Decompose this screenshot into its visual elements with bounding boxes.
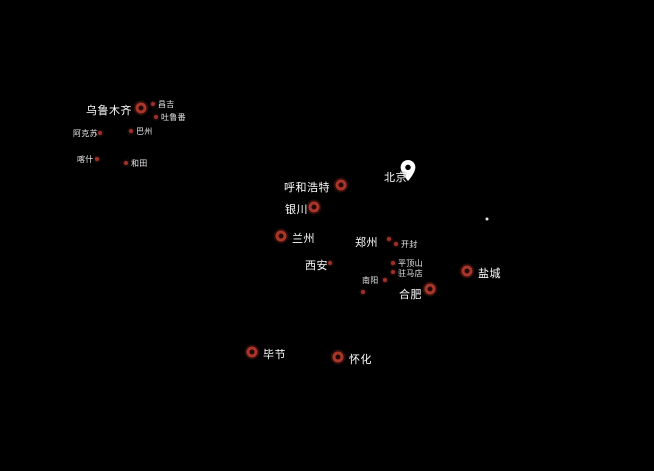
city-label: 合肥 xyxy=(399,289,422,301)
city-label: 开封 xyxy=(401,240,418,249)
city-marker[interactable] xyxy=(394,242,398,246)
city-label: 巴州 xyxy=(136,127,153,136)
city-label: 乌鲁木齐 xyxy=(86,105,132,117)
city-label: 兰州 xyxy=(292,233,315,245)
city-label: 和田 xyxy=(131,159,148,168)
city-marker[interactable] xyxy=(275,230,287,242)
city-label: 西安 xyxy=(305,260,328,272)
city-label: 银川 xyxy=(285,204,308,216)
city-label: 毕节 xyxy=(263,349,286,361)
city-marker[interactable] xyxy=(246,346,258,358)
city-marker[interactable] xyxy=(135,102,147,114)
city-label: 北京 xyxy=(384,172,407,184)
city-marker[interactable] xyxy=(424,283,436,295)
city-marker[interactable] xyxy=(328,261,332,265)
small-white-dot xyxy=(485,217,489,221)
city-label: 盐城 xyxy=(478,268,501,280)
city-marker[interactable] xyxy=(391,261,395,265)
city-marker[interactable] xyxy=(391,270,395,274)
city-marker[interactable] xyxy=(387,237,391,241)
city-label: 怀化 xyxy=(349,354,372,366)
city-label: 平顶山 xyxy=(398,259,423,268)
city-label: 阿克苏 xyxy=(73,129,98,138)
city-marker[interactable] xyxy=(461,265,473,277)
city-marker[interactable] xyxy=(95,157,99,161)
city-marker[interactable] xyxy=(154,115,158,119)
city-label: 呼和浩特 xyxy=(284,182,330,194)
city-marker[interactable] xyxy=(361,290,365,294)
city-marker[interactable] xyxy=(332,351,344,363)
city-marker[interactable] xyxy=(124,161,128,165)
city-label: 南阳 xyxy=(362,276,379,285)
city-marker[interactable] xyxy=(335,179,347,191)
city-label: 吐鲁番 xyxy=(161,113,186,122)
location-pin-icon[interactable] xyxy=(400,160,416,181)
city-label: 昌吉 xyxy=(158,100,175,109)
city-marker[interactable] xyxy=(98,131,102,135)
city-label: 喀什 xyxy=(77,155,94,164)
city-marker[interactable] xyxy=(383,278,387,282)
city-marker[interactable] xyxy=(308,201,320,213)
city-label: 驻马店 xyxy=(398,269,423,278)
city-label: 郑州 xyxy=(355,237,378,249)
city-marker[interactable] xyxy=(129,129,133,133)
city-marker[interactable] xyxy=(151,102,155,106)
